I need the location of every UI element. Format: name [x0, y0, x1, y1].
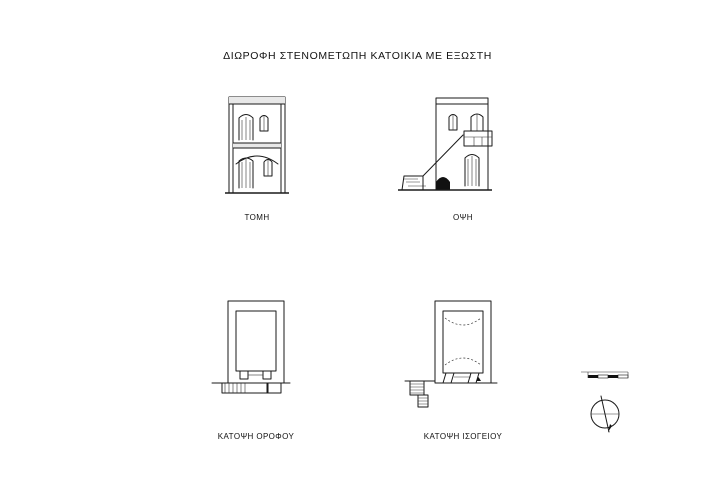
upper-plan-drawing — [211, 300, 291, 394]
elevation-label: ΟΨΗ — [453, 213, 473, 222]
section-drawing — [225, 96, 289, 194]
ground-plan-drawing — [404, 300, 498, 408]
elevation-drawing — [398, 97, 493, 191]
section-label: ΤΟΜΗ — [244, 213, 270, 222]
scale-bar-icon — [581, 371, 629, 379]
upper-plan-label: ΚΑΤΟΨΗ ΟΡΟΦΟΥ — [217, 432, 295, 441]
north-arrow-icon — [590, 395, 620, 433]
ground-plan-label: ΚΑΤΟΨΗ ΙΣΟΓΕΙΟΥ — [423, 432, 503, 441]
sheet-title: ΔΙΩΡΟΦΗ ΣΤΕΝΟΜΕΤΩΠΗ ΚΑΤΟΙΚΙΑ ΜΕ ΕΞΩΣΤΗ — [223, 50, 492, 62]
